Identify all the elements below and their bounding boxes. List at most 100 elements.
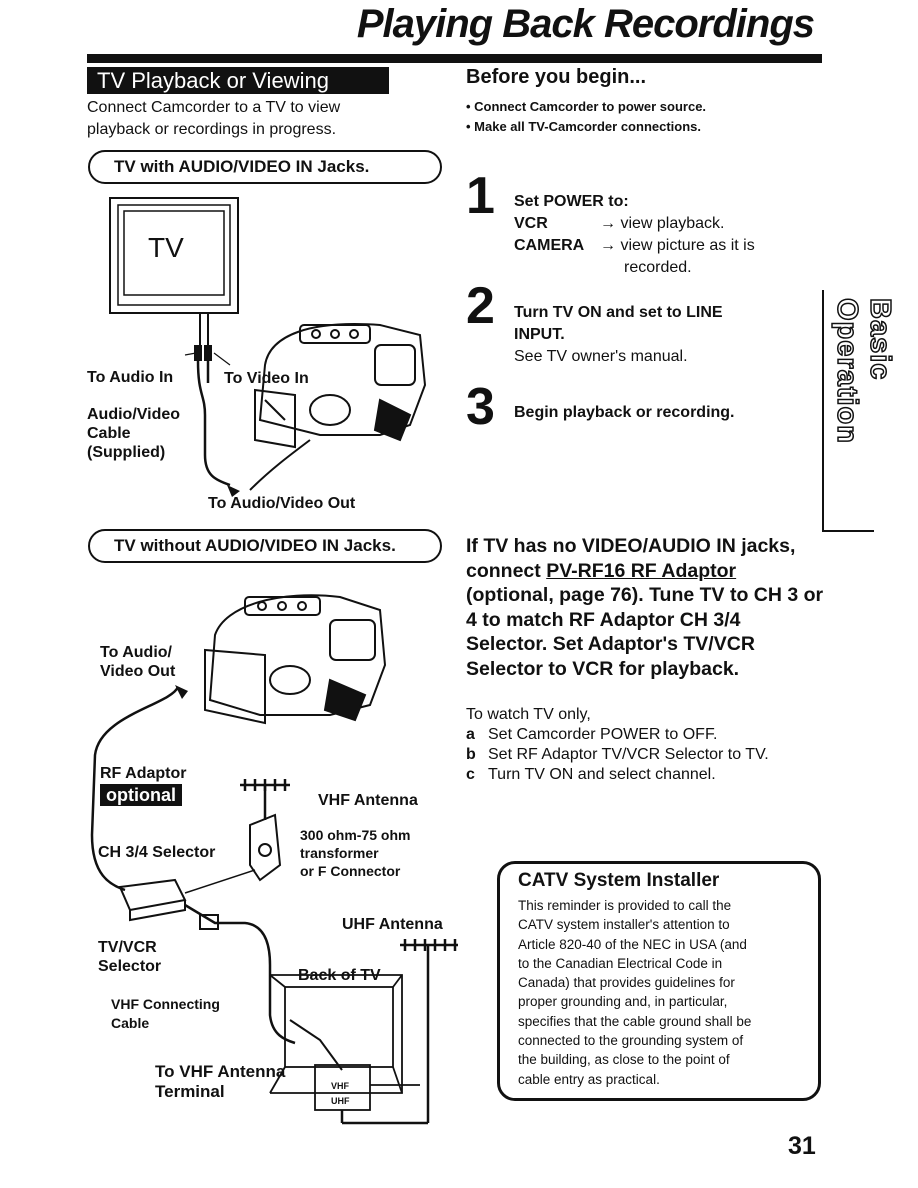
page-title: Playing Back Recordings (356, 2, 815, 46)
uhf-antenna-label: UHF Antenna (342, 916, 443, 933)
transformer-line: transformer (300, 845, 379, 861)
step-key: CAMERA (514, 237, 585, 254)
step-line: CAMERA → view picture as it is (514, 235, 755, 257)
intro-text: Connect Camcorder to a TV to view playba… (87, 97, 417, 141)
to-video-in-label: To Video In (224, 370, 309, 387)
vhf-terminal-line: Terminal (155, 1082, 225, 1101)
catv-line: CATV system installer's attention to (518, 917, 730, 933)
watch-text: Set Camcorder POWER to OFF. (488, 726, 718, 743)
vhf-terminal-line: To VHF Antenna (155, 1062, 286, 1081)
step-number: 1 (466, 167, 495, 225)
tvvcr-line: TV/VCR (98, 939, 157, 956)
catv-body: This reminder is provided to call the CA… (518, 896, 804, 1089)
watch-key: a (466, 726, 475, 743)
vhf-cable-label: VHF Connecting Cable (111, 995, 220, 1033)
step-value: recorded. (624, 259, 692, 276)
diagram-with-jacks (109, 197, 427, 497)
before-list: • Connect Camcorder to power source. • M… (466, 97, 706, 137)
back-of-tv-label: Back of TV (298, 967, 381, 984)
ch-selector-label: CH 3/4 Selector (98, 844, 216, 861)
camcorder-icon (204, 594, 387, 725)
to-av-out-label-2: To Audio/ Video Out (100, 643, 175, 681)
catv-line: cable entry as practical. (518, 1071, 660, 1087)
to-av-out-line: To Audio/ (100, 644, 172, 661)
step-3-text: Begin playback or recording. (514, 404, 735, 421)
step-heading-2: INPUT. (514, 326, 565, 343)
diagram-without-jacks (90, 594, 458, 1125)
transformer-line: or F Connector (300, 863, 401, 879)
tv-label: TV (148, 232, 184, 263)
step-value: → view playback. (600, 215, 725, 232)
watch-tv-block: To watch TV only, a Set Camcorder POWER t… (466, 705, 836, 785)
watch-text: Set RF Adaptor TV/VCR Selector to TV. (488, 746, 769, 763)
watch-title: To watch TV only, (466, 706, 591, 723)
transformer-label: 300 ohm-75 ohm transformer or F Connecto… (300, 826, 410, 880)
step-heading: Set POWER to: (514, 193, 629, 210)
step-heading: Turn TV ON and set to LINE (514, 304, 723, 321)
watch-text: Turn TV ON and select channel. (488, 766, 716, 783)
without-jacks-pill: TV without AUDIO/VIDEO IN Jacks. (88, 529, 442, 563)
before-item: • Connect Camcorder to power source. (466, 99, 707, 114)
before-title: Before you begin... (466, 66, 647, 88)
av-cable-label: Audio/Video Cable (Supplied) (87, 405, 180, 462)
av-cable-line: (Supplied) (87, 444, 166, 461)
vhf-cable-line: VHF Connecting (111, 996, 220, 1012)
uhf-terminal-mark: UHF (331, 1096, 350, 1106)
catv-line: This reminder is provided to call the (518, 898, 732, 913)
to-av-out-label: To Audio/Video Out (208, 495, 356, 512)
catv-line: proper grounding and, in particular, (518, 994, 728, 1010)
rf-adaptor-icon (118, 878, 187, 922)
title-rule (87, 54, 822, 63)
step-number: 3 (466, 378, 495, 436)
rf-adaptor-label: RF Adaptor (100, 765, 187, 782)
step-line: VCR → view playback. (514, 213, 755, 235)
transformer-line: 300 ohm-75 ohm (300, 827, 411, 843)
tvvcr-selector-label: TV/VCR Selector (98, 938, 161, 976)
to-audio-in-label: To Audio In (87, 369, 174, 386)
with-jacks-pill: TV with AUDIO/VIDEO IN Jacks. (88, 150, 442, 184)
rf-para-pre: If TV has no VIDEO/AUDIO IN jacks, conne… (466, 535, 796, 582)
catv-line: the building, as close to the point of (518, 1052, 730, 1068)
before-item: • Make all TV-Camcorder connections. (466, 119, 702, 134)
catv-line: specifies that the cable ground shall be (518, 1013, 752, 1029)
vhf-antenna-label: VHF Antenna (318, 792, 418, 809)
optional-badge: optional (100, 784, 182, 806)
catv-line: Article 820-40 of the NEC in USA (and (518, 936, 747, 952)
catv-title: CATV System Installer (518, 870, 720, 891)
watch-item: a Set Camcorder POWER to OFF. (466, 725, 836, 745)
step-line: recorded. (514, 257, 755, 279)
uhf-antenna-icon (340, 939, 458, 1125)
av-cable-line: Cable (87, 425, 131, 442)
watch-key: b (466, 746, 476, 763)
page-number: 31 (788, 1132, 816, 1160)
catv-line: connected to the grounding system of (518, 1033, 744, 1049)
step-key: VCR (514, 215, 548, 232)
side-tab: Basic Operation (822, 290, 897, 532)
to-av-out-line: Video Out (100, 663, 176, 680)
rf-para-post: (optional, page 76). Tune TV to CH 3 or … (466, 584, 824, 680)
step-2-text: Turn TV ON and set to LINE INPUT. See TV… (514, 302, 723, 368)
vhf-antenna-icon (240, 779, 290, 820)
step-number: 2 (466, 277, 495, 335)
catv-box: CATV System Installer This reminder is p… (497, 861, 821, 1101)
watch-item: b Set RF Adaptor TV/VCR Selector to TV. (466, 745, 836, 765)
step-1-text: Set POWER to: VCR → view playback. CAMERA… (514, 191, 755, 279)
camcorder-icon (254, 323, 427, 449)
av-cable-line: Audio/Video (87, 406, 181, 423)
vhf-cable-line: Cable (111, 1015, 150, 1031)
optional-badge-text: optional (100, 784, 182, 806)
step-sub: See TV owner's manual. (514, 348, 688, 365)
intro-line: playback or recordings in progress. (87, 121, 337, 138)
catv-line: to the Canadian Electrical Code in (518, 955, 723, 971)
catv-line: Canada) that provides guidelines for (518, 975, 735, 991)
vhf-terminal-mark: VHF (331, 1081, 349, 1091)
tvvcr-line: Selector (98, 958, 162, 975)
side-tab-label: Basic Operation (830, 297, 897, 444)
section-title: TV Playback or Viewing (87, 67, 389, 94)
rf-paragraph: If TV has no VIDEO/AUDIO IN jacks, conne… (466, 534, 824, 681)
transformer-icon (249, 813, 282, 882)
step-value: → view picture as it is (600, 237, 755, 254)
watch-item: c Turn TV ON and select channel. (466, 765, 836, 785)
watch-key: c (466, 766, 475, 783)
vhf-terminal-label: To VHF Antenna Terminal (155, 1062, 285, 1102)
